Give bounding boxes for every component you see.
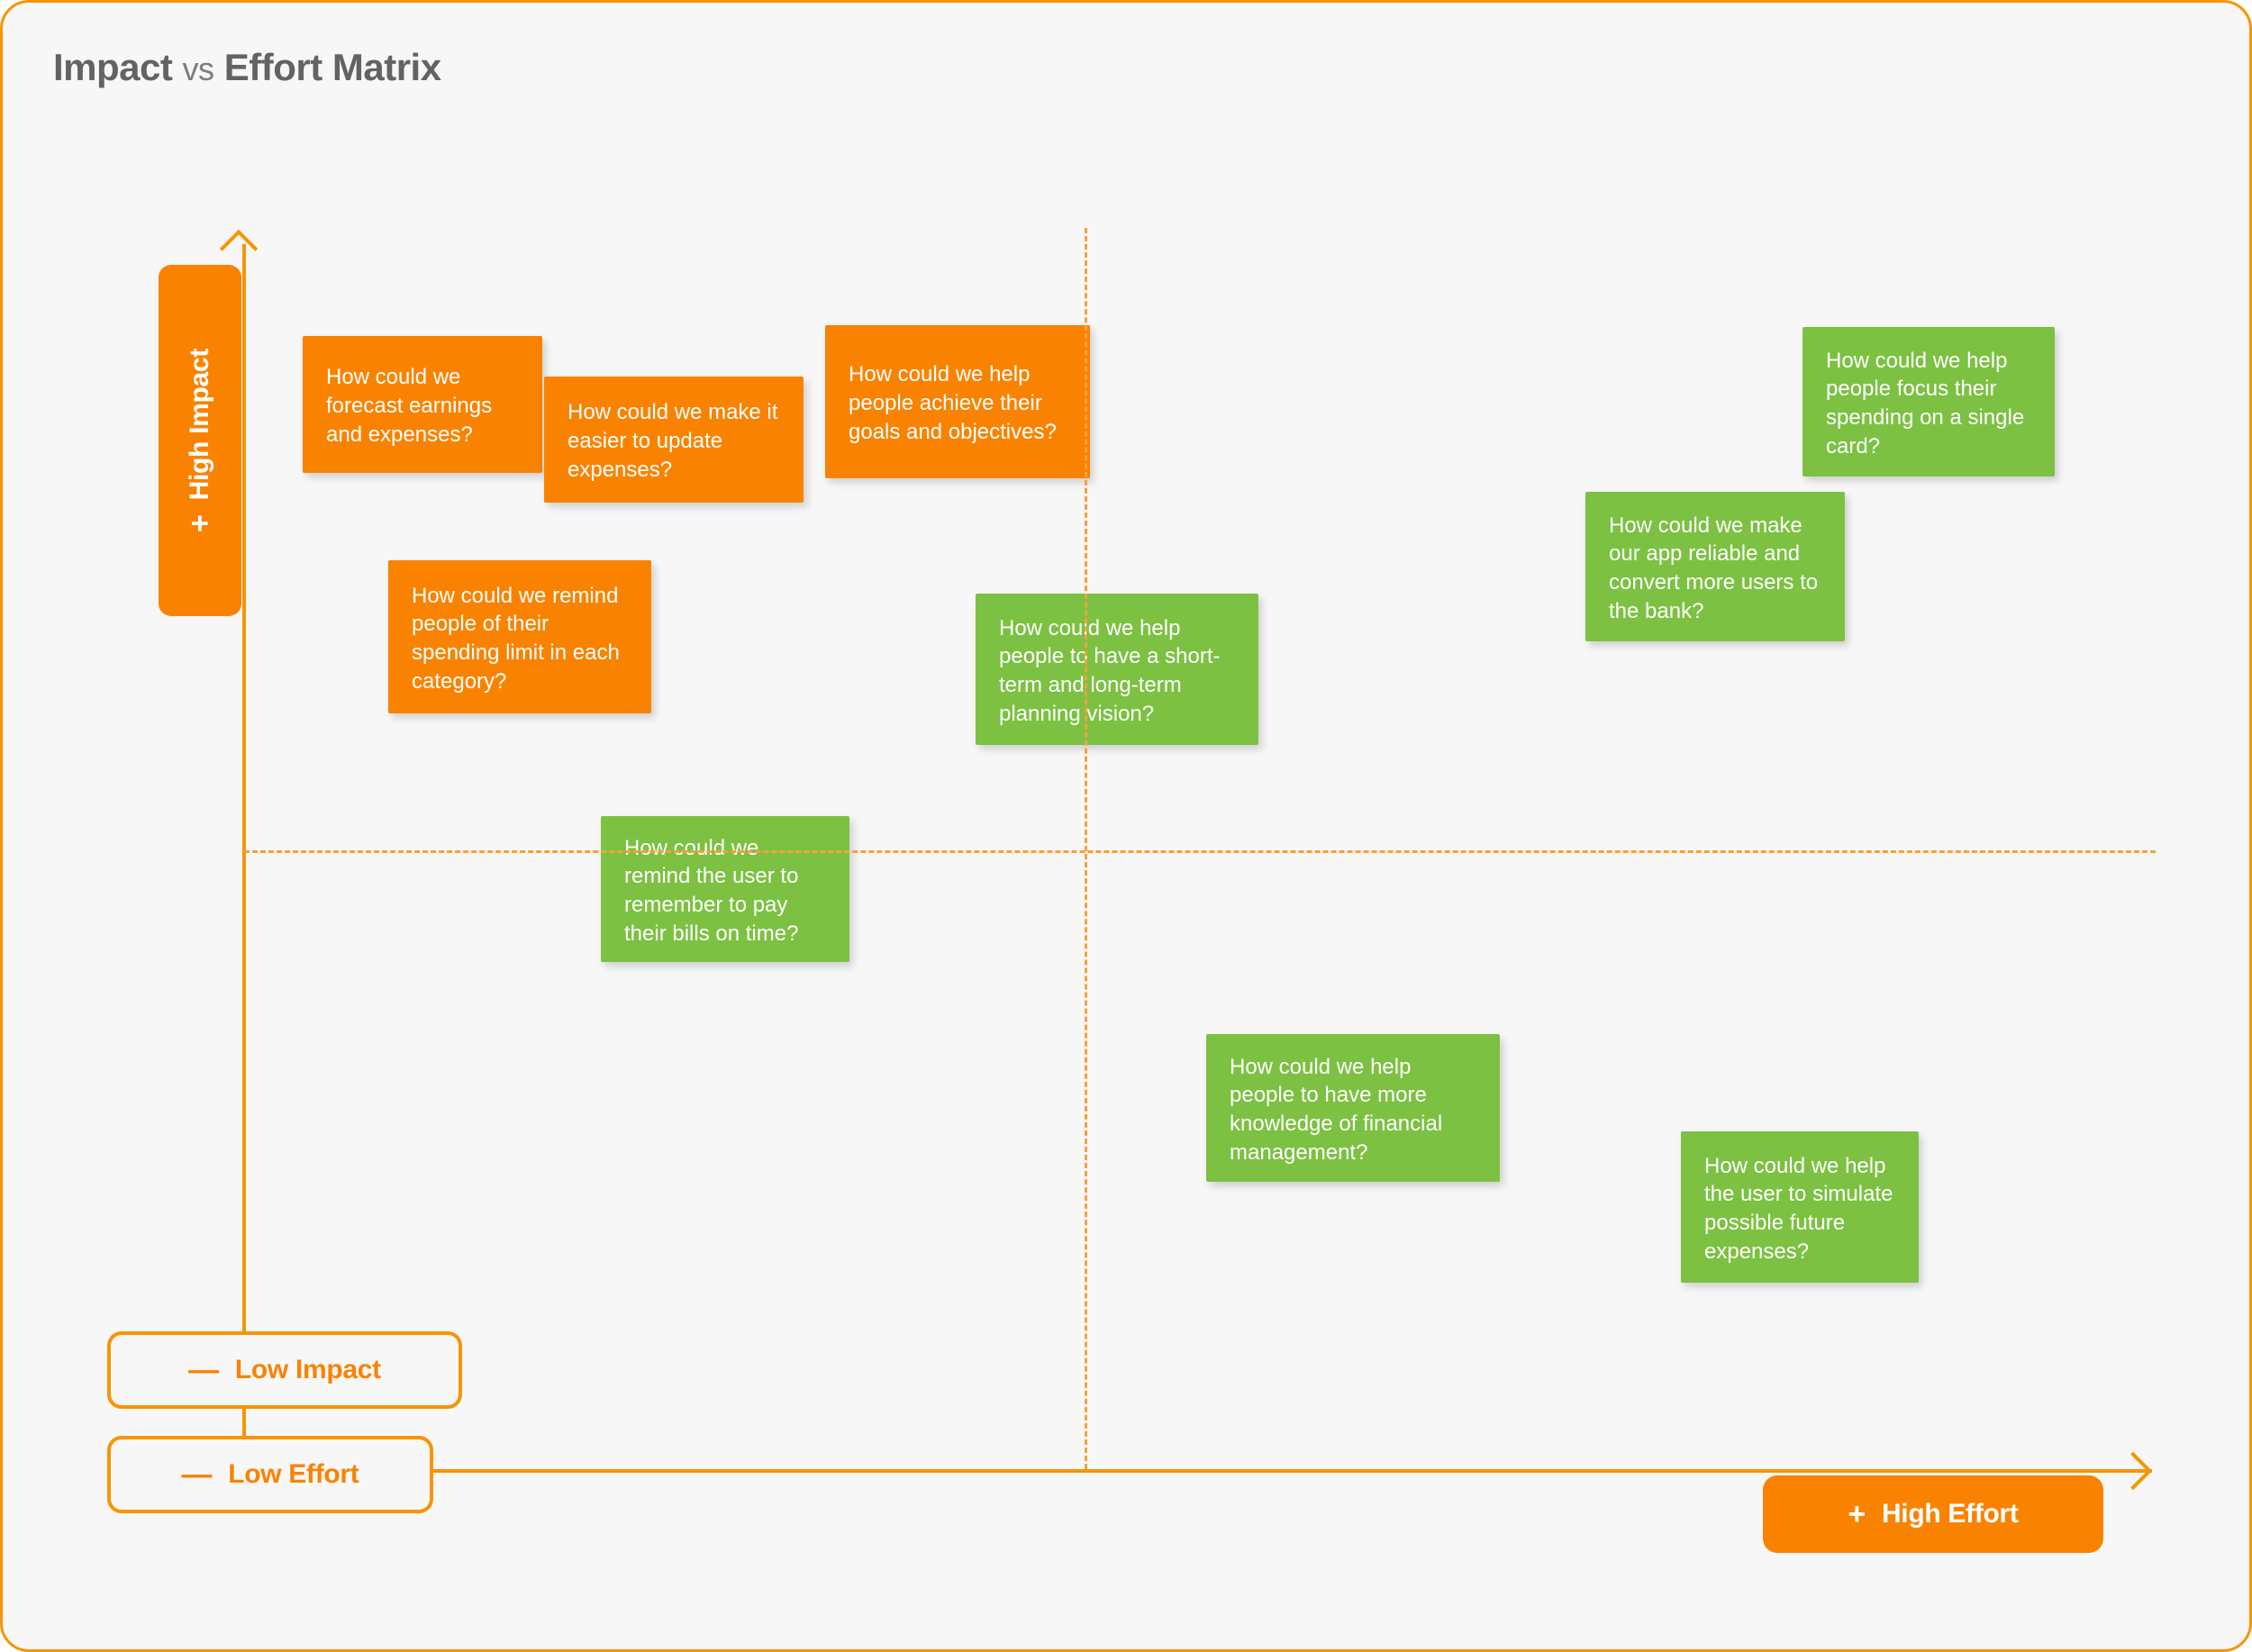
- note-goals-objectives[interactable]: How could we help people achieve their g…: [825, 325, 1090, 478]
- note-text: How could we help people achieve their g…: [849, 362, 1057, 444]
- note-text: How could we make our app reliable and c…: [1609, 513, 1819, 623]
- high-effort-label-text: High Effort: [1881, 1499, 2019, 1529]
- note-future-expenses[interactable]: How could we help the user to simulate p…: [1681, 1131, 1919, 1283]
- minus-icon: —: [181, 1457, 213, 1492]
- note-planning-vision[interactable]: How could we help people to have a short…: [976, 594, 1258, 745]
- note-pay-bills[interactable]: How could we remind the user to remember…: [601, 816, 849, 962]
- note-spending-limit[interactable]: How could we remind people of their spen…: [388, 560, 651, 713]
- title-part-vs: vs: [182, 50, 215, 87]
- high-impact-label-text: High Impact: [185, 349, 215, 501]
- low-effort-label[interactable]: — Low Effort: [107, 1436, 433, 1513]
- plus-icon: +: [1848, 1497, 1866, 1531]
- high-impact-label-inner: + High Impact: [183, 349, 218, 532]
- note-financial-knowledge[interactable]: How could we help people to have more kn…: [1206, 1034, 1500, 1182]
- title-part-impact: Impact: [53, 46, 173, 88]
- note-text: How could we help people to have a short…: [999, 615, 1221, 726]
- y-axis-line: [242, 244, 246, 1471]
- x-axis-line: [242, 1469, 2152, 1473]
- minus-icon: —: [188, 1353, 219, 1387]
- x-axis-arrow-icon: [2113, 1451, 2153, 1491]
- low-effort-label-text: Low Effort: [228, 1459, 359, 1489]
- y-axis-arrow-icon: [219, 229, 259, 268]
- note-app-reliable[interactable]: How could we make our app reliable and c…: [1585, 492, 1845, 641]
- note-text: How could we make it easier to update ex…: [568, 400, 778, 482]
- high-effort-label[interactable]: + High Effort: [1763, 1475, 2103, 1553]
- page-title: Impact vs Effort Matrix: [53, 46, 441, 89]
- note-text: How could we forecast earnings and expen…: [326, 365, 493, 447]
- low-impact-label-text: Low Impact: [234, 1355, 381, 1384]
- note-single-card[interactable]: How could we help people focus their spe…: [1803, 327, 2055, 477]
- horizontal-quadrant-divider: [244, 850, 2156, 853]
- note-text: How could we help people to have more kn…: [1230, 1054, 1443, 1165]
- plus-icon: +: [183, 514, 218, 532]
- high-impact-label[interactable]: + High Impact: [159, 265, 241, 616]
- note-text: How could we remind the user to remember…: [624, 835, 799, 946]
- note-text: How could we help the user to simulate p…: [1704, 1153, 1893, 1264]
- vertical-quadrant-divider: [1085, 228, 1087, 1469]
- note-forecast-earnings[interactable]: How could we forecast earnings and expen…: [303, 336, 542, 473]
- title-part-effort-matrix: Effort Matrix: [223, 46, 441, 88]
- low-impact-label[interactable]: — Low Impact: [107, 1331, 462, 1409]
- note-text: How could we remind people of their spen…: [412, 583, 620, 694]
- note-text: How could we help people focus their spe…: [1826, 348, 2025, 458]
- note-update-expenses[interactable]: How could we make it easier to update ex…: [544, 377, 804, 503]
